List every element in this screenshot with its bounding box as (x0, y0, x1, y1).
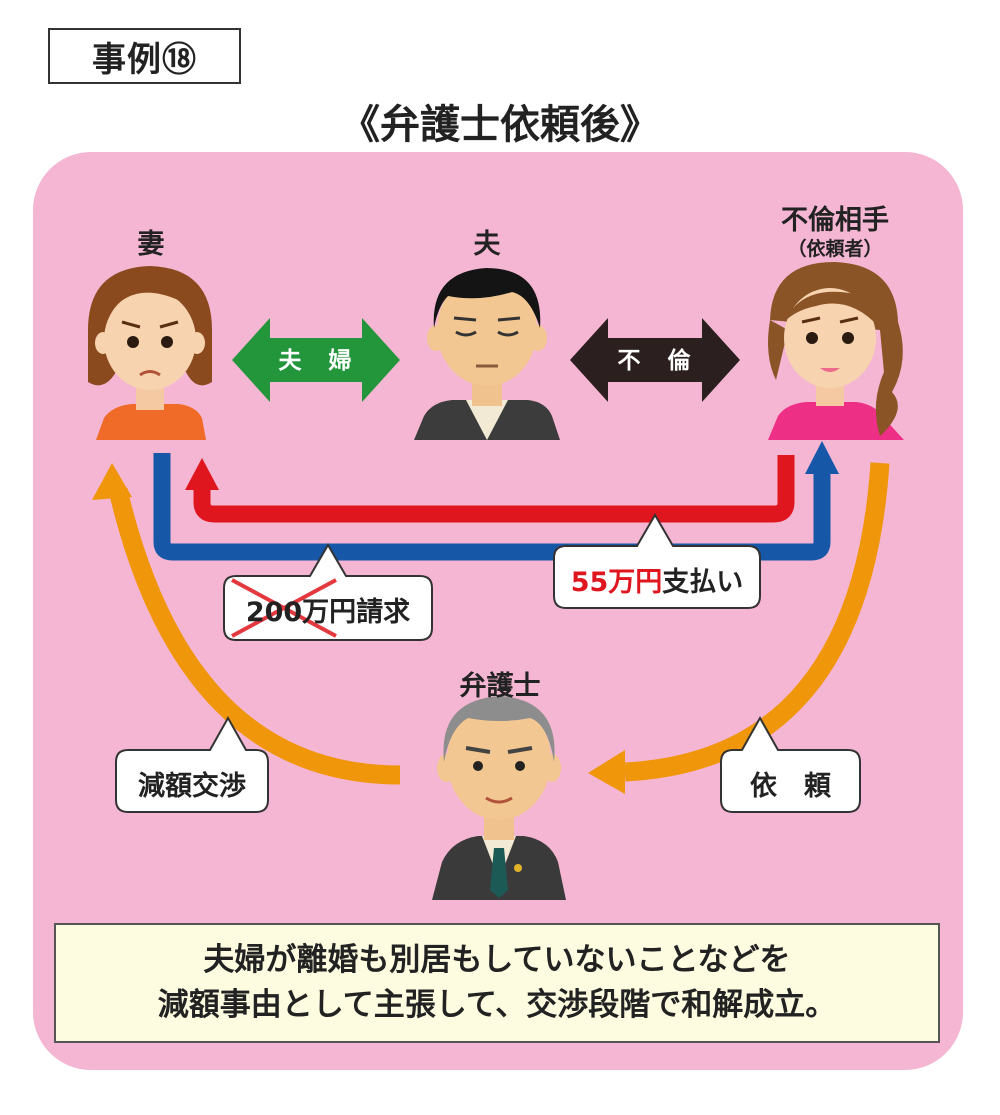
lover-figure (768, 262, 904, 440)
payment-arrow-head (185, 458, 219, 490)
claim-bubble (223, 543, 433, 641)
lawyer-label: 弁護士 (459, 671, 541, 702)
husband-figure (414, 268, 560, 440)
affair-arrow (570, 318, 740, 402)
payment-bubble (553, 513, 761, 609)
wife-label: 妻 (137, 229, 165, 260)
payment-text: 55万円支払い (554, 560, 760, 599)
strike-mark (231, 578, 337, 638)
payment-arrow (193, 455, 795, 523)
claim-arrow (153, 453, 831, 561)
payment-amount: 55万円 (570, 567, 663, 598)
case-label: 事例⑱ (48, 28, 241, 84)
negotiation-arrow (108, 487, 401, 785)
claim-suffix: 請求 (356, 597, 411, 628)
claim-arrow-head (805, 441, 839, 474)
summary-box: 夫婦が離婚も別居もしていないことなどを 減額事由として主張して、交渉段階で和解成… (54, 923, 940, 1043)
wife-figure (88, 266, 212, 440)
lover-note: （依頼者） (787, 238, 883, 260)
request-arrow-head (588, 750, 625, 794)
marriage-arrow (232, 318, 400, 402)
main-title: 《弁護士依頼後》 (340, 102, 660, 148)
negotiation-arrow-head (92, 463, 132, 500)
request-bubble (720, 715, 861, 813)
request-text: 依 頼 (750, 771, 831, 802)
husband-label: 夫 (473, 229, 501, 260)
affair-label: 不 倫 (618, 347, 693, 374)
negotiation-text: 減額交渉 (138, 771, 246, 802)
claim-amount-struck: 200万円 (245, 597, 357, 628)
summary-line-1: 夫婦が離婚も別居もしていないことなどを (203, 942, 791, 979)
payment-suffix: 支払い (662, 567, 744, 598)
claim-text: 200万円請求 (224, 590, 432, 629)
request-arrow (624, 462, 890, 782)
negotiation-bubble (115, 715, 269, 813)
marriage-label: 夫 婦 (279, 347, 354, 374)
summary-line-2: 減額事由として主張して、交渉段階で和解成立。 (157, 987, 837, 1023)
lawyer-figure (432, 696, 566, 900)
lover-label: 不倫相手 (781, 205, 889, 236)
